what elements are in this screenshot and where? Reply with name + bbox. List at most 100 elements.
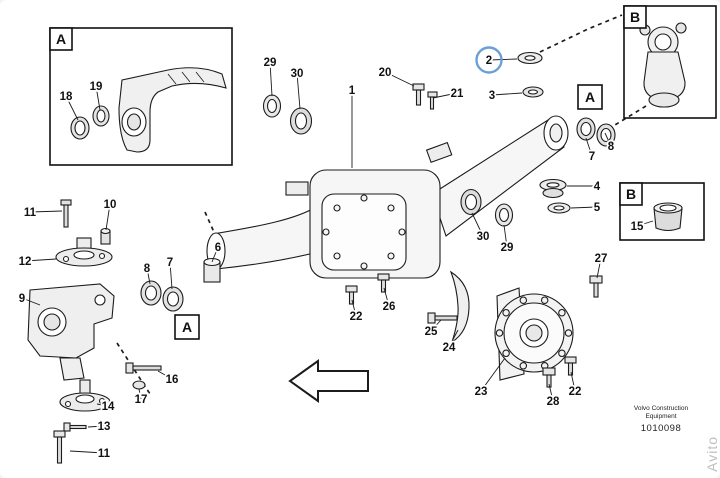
leader-line-15-15 [636,220,654,227]
leader-line-30-3 [296,72,301,110]
highlight-circle-part-2 [475,46,503,74]
part-label-17-34: 17 [135,394,148,406]
part-label-21-6: 21 [451,88,464,100]
leader-line-21-6 [432,92,458,99]
part-label-23-28: 23 [475,386,488,398]
diagram-art [27,14,687,464]
leader-line-2-7 [488,58,518,61]
leader-line-25-26 [430,319,442,332]
trunnion-plate [55,199,113,267]
part-label-5-14: 5 [594,202,601,214]
leader-line-8-9 [604,132,612,147]
ref-marker-letter-A-0: A [585,89,595,105]
part-label-13-31: 13 [98,421,111,433]
leader-line-11-35 [69,450,105,454]
detail-box-letter-A-0: A [56,31,66,47]
part-label-10-20: 10 [104,199,117,211]
part-label-16-33: 16 [166,374,179,386]
part-label-12-22: 12 [19,256,32,268]
detail-a-art [70,67,227,153]
leader-line-17-34 [138,388,142,400]
brand-text-line1: Volvo Construction [633,405,689,412]
left-knuckle [27,283,115,381]
detail-box-letter-B-2: B [626,186,636,202]
part-label-26-25: 26 [383,301,396,313]
leader-line-10-20 [105,203,111,231]
leader-line-9-19 [21,297,41,306]
leader-line-19-1 [95,85,101,111]
wheel-hub [494,287,574,381]
part-label-8-9: 8 [608,141,615,153]
leader-line-12-22 [24,258,57,262]
part-label-3-8: 3 [489,90,495,102]
detail-box-A-0 [49,27,233,166]
detail-box-tab-A-0 [49,27,73,51]
part-label-19-1: 19 [90,81,103,93]
part-label-30-16: 30 [477,231,490,243]
ref-marker-A-1 [174,314,200,340]
leader-line-29-17 [503,224,508,248]
detail-box-B-1 [623,5,717,119]
leader-line-7-12 [169,261,173,290]
part-label-25-26: 25 [425,326,438,338]
leader-line-8-11 [146,267,151,285]
brand-text-line2: Equipment [645,413,677,420]
axle-housing [206,115,569,279]
document-number: 1010098 [640,423,682,434]
part-label-14-32: 14 [102,401,115,413]
part-label-27-18: 27 [595,253,608,265]
washers-2-3 [517,51,544,98]
part-label-28-29: 28 [547,396,560,408]
part-label-29-17: 29 [501,242,514,254]
leader-line-14-32 [96,403,109,407]
ref-marker-A-0 [577,84,603,110]
ref-marker-letter-A-1: A [182,319,192,335]
part-label-30-3: 30 [291,68,304,80]
leader-line-5-14 [570,206,598,209]
part-label-29-2: 29 [264,57,277,69]
detail-box-B-2 [619,182,705,241]
leader-line-29-2 [269,61,273,97]
part-label-7-10: 7 [589,151,595,163]
leader-line-6-23 [211,246,219,263]
part-label-9-19: 9 [19,293,25,305]
detail-box-tab-B-1 [623,5,647,29]
detail-b-art [639,22,687,108]
leader-line-23-28 [480,357,506,392]
seal-rings-upper [262,94,313,135]
part-label-2-7: 2 [486,55,492,67]
part-label-15-15: 15 [631,221,644,233]
leader-line-18-0 [65,95,79,121]
part-label-11-35: 11 [98,448,111,460]
detail-box-tab-B-2 [619,182,643,206]
part-label-8-11: 8 [144,263,151,275]
part-label-1-4: 1 [349,85,356,97]
bolt-27 [589,275,603,298]
leader-line-26-25 [383,287,390,307]
detail-box-letter-B-1: B [630,9,640,25]
direction-arrow [288,359,369,403]
leader-line-20-5 [384,71,415,87]
document-footer: Volvo Construction Equipment 1010098 [612,405,710,434]
leader-line-16-33 [157,370,173,380]
king-pin [203,257,221,283]
leader-line-27-18 [596,257,602,279]
bushings-left [140,280,184,312]
part-label-11-21: 11 [24,207,37,219]
bottom-flange [59,379,111,412]
watermark-text: Avito [704,436,720,472]
washers-4-5 [539,178,571,214]
small-fasteners [53,273,577,464]
leader-line-11-21 [29,210,63,213]
leader-line-30-16 [471,212,484,237]
part-label-22-30: 22 [569,386,582,398]
leader-line-22-24 [351,299,357,317]
part-label-7-12: 7 [167,257,173,269]
leader-line-22-30 [570,371,576,392]
leader-line-24-27 [448,329,459,348]
leader-line-7-10 [585,137,593,157]
leader-line-28-29 [548,383,554,402]
